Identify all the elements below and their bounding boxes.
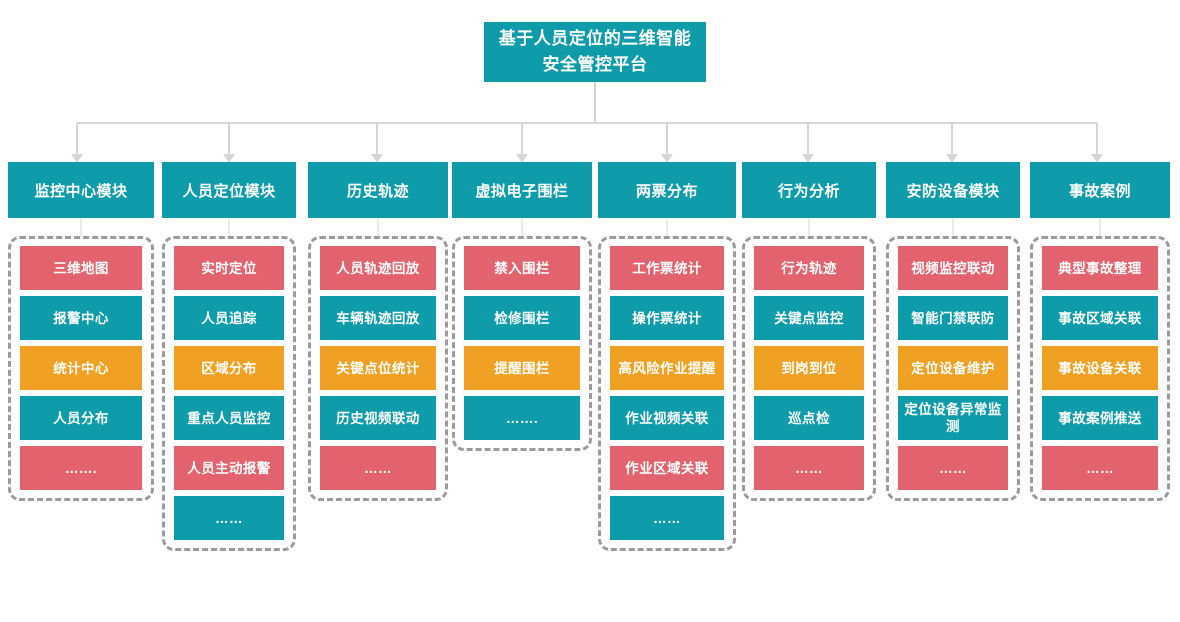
leaf-node[interactable]: ……. (20, 446, 142, 490)
leaf-node[interactable]: …… (898, 446, 1008, 490)
column-header-5[interactable]: 行为分析 (742, 162, 876, 218)
column-connector-7 (1030, 218, 1170, 236)
column-group-1: 实时定位 人员追踪 区域分布 重点人员监控 人员主动报警 …… (162, 236, 296, 551)
column-virtual-fence: 虚拟电子围栏 禁入围栏 检修围栏 提醒围栏 ……. (452, 162, 592, 451)
leaf-node[interactable]: 实时定位 (174, 246, 284, 290)
column-group-2: 人员轨迹回放 车辆轨迹回放 关键点位统计 历史视频联动 …… (308, 236, 448, 501)
leaf-node[interactable]: …… (320, 446, 436, 490)
column-header-0[interactable]: 监控中心模块 (8, 162, 154, 218)
column-connector-2 (308, 218, 448, 236)
root-title-box: 基于人员定位的三维智能安全管控平台 (484, 22, 706, 82)
column-header-4[interactable]: 两票分布 (598, 162, 736, 218)
leaf-node[interactable]: 统计中心 (20, 346, 142, 390)
leaf-node[interactable]: …… (610, 496, 724, 540)
leaf-node[interactable]: 工作票统计 (610, 246, 724, 290)
column-security-equipment: 安防设备模块 视频监控联动 智能门禁联防 定位设备维护 定位设备异常监测 …… (886, 162, 1020, 501)
column-header-3[interactable]: 虚拟电子围栏 (452, 162, 592, 218)
leaf-node[interactable]: …… (754, 446, 864, 490)
column-group-3: 禁入围栏 检修围栏 提醒围栏 ……. (452, 236, 592, 451)
leaf-node[interactable]: 提醒围栏 (464, 346, 580, 390)
column-group-6: 视频监控联动 智能门禁联防 定位设备维护 定位设备异常监测 …… (886, 236, 1020, 501)
leaf-node[interactable]: 关键点位统计 (320, 346, 436, 390)
column-connector-1 (162, 218, 296, 236)
leaf-node[interactable]: 三维地图 (20, 246, 142, 290)
column-personnel-positioning: 人员定位模块 实时定位 人员追踪 区域分布 重点人员监控 人员主动报警 …… (162, 162, 296, 551)
leaf-node[interactable]: 历史视频联动 (320, 396, 436, 440)
column-header-1[interactable]: 人员定位模块 (162, 162, 296, 218)
column-behavior-analysis: 行为分析 行为轨迹 关键点监控 到岗到位 巡点检 …… (742, 162, 876, 501)
leaf-node[interactable]: 定位设备维护 (898, 346, 1008, 390)
leaf-node[interactable]: 人员追踪 (174, 296, 284, 340)
leaf-node[interactable]: 区域分布 (174, 346, 284, 390)
leaf-node[interactable]: …… (1042, 446, 1158, 490)
column-connector-0 (8, 218, 154, 236)
leaf-node[interactable]: 重点人员监控 (174, 396, 284, 440)
leaf-node[interactable]: 作业区域关联 (610, 446, 724, 490)
column-accident-cases: 事故案例 典型事故整理 事故区域关联 事故设备关联 事故案例推送 …… (1030, 162, 1170, 501)
column-two-ticket-distribution: 两票分布 工作票统计 操作票统计 高风险作业提醒 作业视频关联 作业区域关联 …… (598, 162, 736, 551)
column-group-5: 行为轨迹 关键点监控 到岗到位 巡点检 …… (742, 236, 876, 501)
leaf-node[interactable]: ……. (464, 396, 580, 440)
leaf-node[interactable]: 典型事故整理 (1042, 246, 1158, 290)
column-history-track: 历史轨迹 人员轨迹回放 车辆轨迹回放 关键点位统计 历史视频联动 …… (308, 162, 448, 501)
column-connector-4 (598, 218, 736, 236)
leaf-node[interactable]: 事故区域关联 (1042, 296, 1158, 340)
column-header-6[interactable]: 安防设备模块 (886, 162, 1020, 218)
column-header-7[interactable]: 事故案例 (1030, 162, 1170, 218)
leaf-node[interactable]: 视频监控联动 (898, 246, 1008, 290)
leaf-node[interactable]: 高风险作业提醒 (610, 346, 724, 390)
leaf-node[interactable]: 检修围栏 (464, 296, 580, 340)
column-connector-3 (452, 218, 592, 236)
leaf-node[interactable]: 禁入围栏 (464, 246, 580, 290)
leaf-node[interactable]: 行为轨迹 (754, 246, 864, 290)
leaf-node[interactable]: 作业视频关联 (610, 396, 724, 440)
column-group-4: 工作票统计 操作票统计 高风险作业提醒 作业视频关联 作业区域关联 …… (598, 236, 736, 551)
column-connector-6 (886, 218, 1020, 236)
leaf-node[interactable]: 人员分布 (20, 396, 142, 440)
column-monitoring-center: 监控中心模块 三维地图 报警中心 统计中心 人员分布 ……. (8, 162, 154, 501)
leaf-node[interactable]: 报警中心 (20, 296, 142, 340)
leaf-node[interactable]: 事故设备关联 (1042, 346, 1158, 390)
leaf-node[interactable]: 人员主动报警 (174, 446, 284, 490)
leaf-node[interactable]: 人员轨迹回放 (320, 246, 436, 290)
leaf-node[interactable]: 关键点监控 (754, 296, 864, 340)
leaf-node[interactable]: 定位设备异常监测 (898, 396, 1008, 440)
column-group-0: 三维地图 报警中心 统计中心 人员分布 ……. (8, 236, 154, 501)
column-header-2[interactable]: 历史轨迹 (308, 162, 448, 218)
column-group-7: 典型事故整理 事故区域关联 事故设备关联 事故案例推送 …… (1030, 236, 1170, 501)
leaf-node[interactable]: 操作票统计 (610, 296, 724, 340)
leaf-node[interactable]: 到岗到位 (754, 346, 864, 390)
column-connector-5 (742, 218, 876, 236)
leaf-node[interactable]: …… (174, 496, 284, 540)
leaf-node[interactable]: 事故案例推送 (1042, 396, 1158, 440)
leaf-node[interactable]: 智能门禁联防 (898, 296, 1008, 340)
leaf-node[interactable]: 巡点检 (754, 396, 864, 440)
leaf-node[interactable]: 车辆轨迹回放 (320, 296, 436, 340)
